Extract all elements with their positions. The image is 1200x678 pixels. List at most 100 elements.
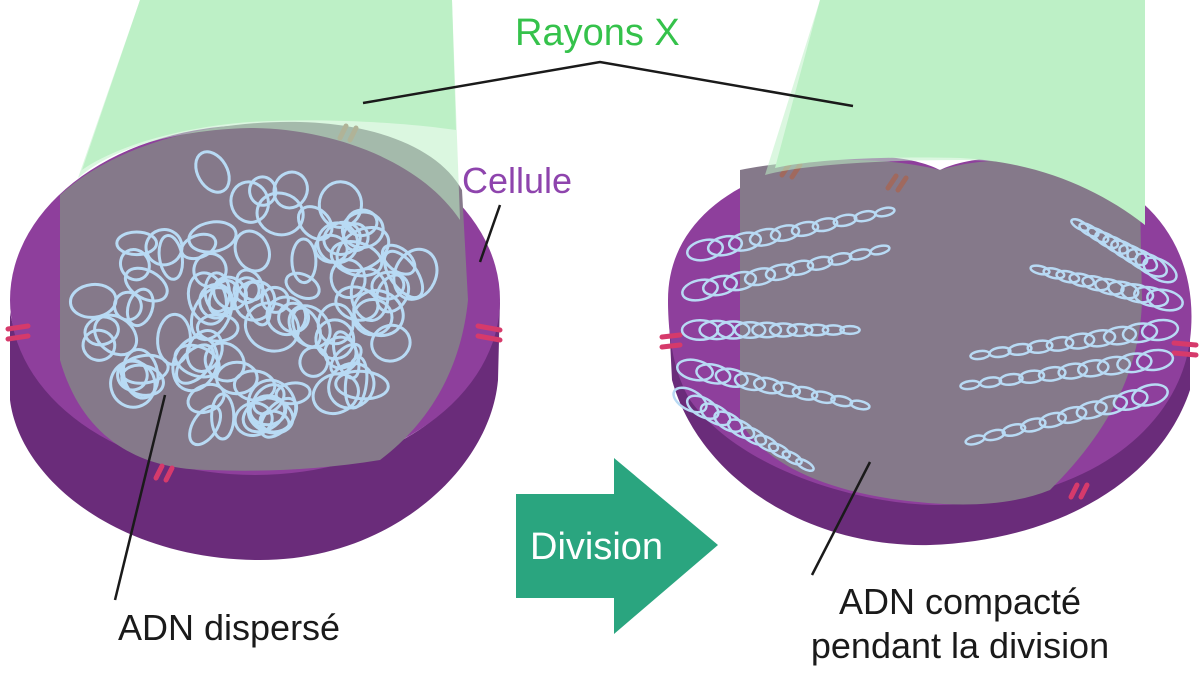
chromosome-coil xyxy=(726,418,756,440)
chromosome-coil xyxy=(1038,411,1068,429)
chromosome-coil xyxy=(769,224,801,242)
chromosome-coil xyxy=(695,363,732,385)
chromosome-coil xyxy=(685,394,720,420)
dna-loop xyxy=(329,240,384,278)
chromosome-coil xyxy=(1045,335,1075,352)
chromosome-coil xyxy=(810,390,836,405)
xray-beam-right-outer xyxy=(775,0,1145,225)
dna-loop xyxy=(186,271,228,326)
dna-loop xyxy=(241,395,287,434)
dna-loop xyxy=(392,247,439,301)
cell-leader-line xyxy=(478,204,502,263)
dna-loop xyxy=(203,271,232,314)
chromosome-coil xyxy=(1142,256,1178,284)
division-arrow xyxy=(516,458,718,634)
chromosome-coil xyxy=(1001,422,1027,438)
dna-loop xyxy=(83,315,120,347)
rays-label: Rayons X xyxy=(515,12,680,54)
chromosome-coil xyxy=(1146,288,1184,312)
chromosome-coil xyxy=(714,367,749,389)
chromosome-coil xyxy=(740,426,768,446)
dna-loop xyxy=(195,312,240,343)
chromosome-coil xyxy=(1110,239,1139,261)
dna-loop xyxy=(115,230,159,257)
chromosome-coil xyxy=(743,267,777,287)
dna-loop xyxy=(186,382,226,415)
compacted-dna xyxy=(672,206,1184,473)
chromosome-coil xyxy=(1081,275,1110,292)
chromosome-coil xyxy=(1078,222,1100,238)
dispersed-dna-leader-line xyxy=(113,394,167,601)
chromosome-coil xyxy=(790,220,820,238)
chromosome-coil xyxy=(1140,318,1180,342)
chromosome-coil xyxy=(869,244,891,256)
dna-loop xyxy=(246,378,298,434)
chromosome-coil xyxy=(832,213,858,228)
dna-loop xyxy=(284,271,321,301)
chromosome-coil xyxy=(764,263,796,282)
chromosome-coil xyxy=(998,372,1024,387)
chromosome-coil xyxy=(785,259,815,277)
dna-loop xyxy=(327,361,376,410)
chromosome-coil xyxy=(1070,217,1090,233)
chromosome-coil xyxy=(1042,266,1066,280)
dna-loop xyxy=(248,175,278,207)
chromosome-coil xyxy=(959,379,981,391)
chromosome-coil xyxy=(1037,365,1067,382)
chromosome-coil xyxy=(1068,272,1096,288)
dna-loop xyxy=(120,363,165,397)
xray-beam-left-outer xyxy=(82,0,456,170)
chromosome-coil xyxy=(1076,359,1110,378)
chromosome-coil xyxy=(672,386,708,414)
dna-loop xyxy=(157,234,184,281)
chromosome-coil xyxy=(1121,322,1159,344)
dna-loop xyxy=(192,252,228,289)
dna-loop xyxy=(331,330,361,380)
dna-loop xyxy=(233,279,277,322)
dna-loop xyxy=(352,297,394,337)
chromosome-coil xyxy=(1112,388,1149,412)
dna-loop xyxy=(118,248,151,282)
chromosome-coil xyxy=(748,227,782,247)
chromosome-coil xyxy=(1055,269,1081,284)
chromosome-coil xyxy=(806,255,834,271)
chromosome-coil xyxy=(1094,394,1129,416)
dna-loop xyxy=(156,312,192,366)
chromosome-coil xyxy=(772,381,802,398)
chromosome-coil xyxy=(1083,329,1117,348)
chromosome-coil xyxy=(681,278,719,302)
chromosome-coil xyxy=(701,274,739,297)
dna-loop xyxy=(272,170,309,210)
dna-loop xyxy=(187,220,238,254)
chromosome-coil xyxy=(791,385,819,401)
dna-loop xyxy=(311,372,360,416)
chromosome-coil xyxy=(1120,283,1155,304)
chromosome-coil xyxy=(1007,342,1033,357)
dna-loop xyxy=(329,342,363,376)
chromosome-coil xyxy=(795,457,815,473)
compact-dna-leader-line xyxy=(810,461,872,576)
chromosome-coil xyxy=(733,320,767,340)
chromosome-coil xyxy=(722,270,758,292)
chromosome-coil xyxy=(781,450,803,466)
chromosome-coil xyxy=(752,376,784,395)
chromosome-coil xyxy=(767,442,792,460)
compacted-dna-label-line2: pendant la division xyxy=(810,625,1110,666)
dna-loop xyxy=(382,249,425,300)
leader-lines xyxy=(113,60,872,601)
chromosome-coil xyxy=(839,324,861,336)
right-cell-side xyxy=(668,300,1190,546)
dna-loop xyxy=(380,243,417,276)
dna-loop xyxy=(233,229,271,273)
dna-loop xyxy=(232,276,261,305)
dna-loop xyxy=(370,323,412,363)
dna-loop xyxy=(352,288,405,338)
dna-loop xyxy=(290,237,318,285)
dna-loop xyxy=(81,328,117,362)
chromosome-coil xyxy=(969,349,991,361)
chromosome-coil xyxy=(827,251,853,266)
dispersed-dna-label: ADN dispersé xyxy=(118,607,341,648)
chromosome-coil xyxy=(811,217,839,233)
dna-loop xyxy=(298,345,330,378)
chromosome-coil xyxy=(733,372,767,392)
